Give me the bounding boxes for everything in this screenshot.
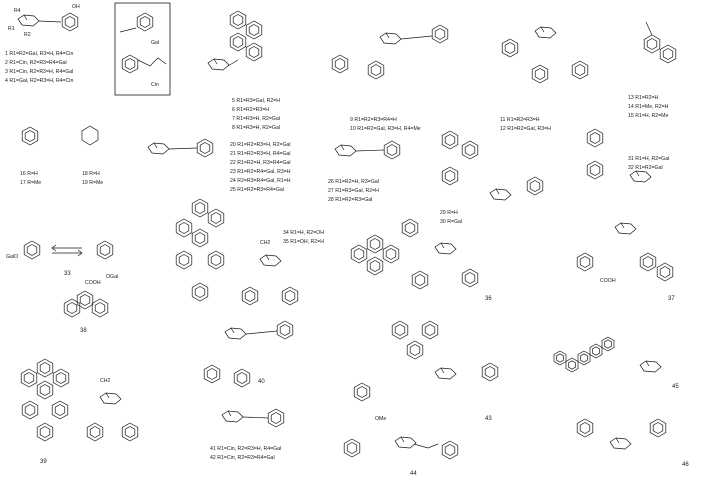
structure-16-17 xyxy=(21,126,39,146)
structure-41-42 xyxy=(221,408,285,428)
group-cooh-37: COOH xyxy=(600,278,616,284)
label-10: 10 R1=R2=Gal, R3=H, R4=Me xyxy=(350,126,421,132)
labels-11-12: 11 R1=R2=R3=H 12 R1=R2=Gal, R3=H xyxy=(500,117,551,132)
label-31: 31 R1=H, R2=Gal xyxy=(628,156,669,162)
label-29: 29 R=H xyxy=(440,210,458,216)
label-4: 4 R1=Gal, R2=R3=H, R4=Cin xyxy=(5,78,73,84)
label-42: 42 R1=Cin, R2=R3=R4=Gal xyxy=(210,455,275,461)
structure-45 xyxy=(553,336,662,373)
label-21: 21 R1=R2=R3=H, R4=Gal xyxy=(230,151,291,157)
labels-13-15: 13 R1=R2=H 14 R1=Me, R2=H 15 R1=H, R2=Me xyxy=(628,95,669,119)
label-36: 36 xyxy=(485,296,492,302)
labels-31-32: 31 R1=H, R2=Gal 32 R1=R2=Gal xyxy=(628,156,669,171)
labels-20-25: 20 R1=R2=R3=H, R2=Gal 21 R1=R2=R3=H, R4=… xyxy=(230,142,291,193)
group-oh: OH xyxy=(72,4,80,10)
substituent-legend-box: Gal Cin xyxy=(114,2,171,96)
label-13: 13 R1=R2=H xyxy=(628,95,659,101)
group-galo: GalO xyxy=(6,254,18,260)
structure-18-19 xyxy=(81,125,99,146)
label-14: 14 R1=Me, R2=H xyxy=(628,104,669,110)
label-28: 28 R1=R2=R3=Gal xyxy=(328,197,372,203)
label-33: 33 xyxy=(64,271,71,277)
structure-36 xyxy=(350,218,479,290)
group-ch2-34: CH2 xyxy=(260,240,270,246)
label-17: 17 R=Me xyxy=(20,180,41,186)
structure-9-10 xyxy=(331,24,449,80)
label-39: 39 xyxy=(40,459,47,465)
label-22: 22 R1=R2=H, R3=R4=Gal xyxy=(230,160,291,166)
label-15: 15 R1=H, R2=Me xyxy=(628,113,668,119)
label-2: 2 R1=Cin, R2=R3=R4=Gal xyxy=(5,60,67,66)
labels-41-42: 41 R1=Cin, R2=R3=H, R4=Gal 42 R1=Cin, R2… xyxy=(210,446,281,461)
label-12: 12 R1=R2=Gal, R3=H xyxy=(500,126,551,132)
structure-26-28 xyxy=(334,140,401,160)
labels-5-8: 5 R1=R3=Gal, R2=H 6 R1=R2=R3=H 7 R1=R3=H… xyxy=(232,98,280,131)
structure-29-30 xyxy=(441,130,544,201)
label-41: 41 R1=Cin, R2=R3=H, R4=Gal xyxy=(210,446,281,452)
label-43: 43 xyxy=(485,416,492,422)
label-34: 34 R1=H, R2=OH xyxy=(283,230,324,236)
structure-13-15 xyxy=(643,21,677,64)
label-7: 7 R1=R3=H, R2=Gal xyxy=(232,116,280,122)
label-3: 3 R1=Cin, R2=R3=H, R4=Gal xyxy=(5,69,73,75)
label-32: 32 R1=R2=Gal xyxy=(628,165,663,171)
structure-40 xyxy=(203,320,294,388)
label-40: 40 xyxy=(258,379,265,385)
structure-37: COOH xyxy=(576,222,674,284)
labels-9-10: 9 R1=R2=R3=R4=H 10 R1=R2=Gal, R3=H, R4=M… xyxy=(350,117,421,132)
label-38: 38 xyxy=(80,328,87,334)
structure-11-12 xyxy=(501,26,589,84)
label-27: 27 R1=R3=Gal, R2=H xyxy=(328,188,379,194)
group-ome-43: OMe xyxy=(375,416,386,422)
structure-39: CH2 xyxy=(20,358,139,442)
labels-29-30: 29 R=H 30 R=Gal xyxy=(440,210,462,225)
label-45: 45 xyxy=(672,384,679,390)
group-or4: R4 xyxy=(14,8,21,14)
group-ogal: OGal xyxy=(106,274,118,280)
structure-44 xyxy=(343,436,459,460)
structure-5-8 xyxy=(207,10,263,71)
group-r1o: R1 xyxy=(8,26,15,32)
label-19: 19 R=Me xyxy=(82,180,103,186)
group-ch2-39: CH2 xyxy=(100,378,110,384)
structure-43: OMe xyxy=(353,320,499,422)
structure-33: GalO OGal xyxy=(6,240,118,280)
legend-cin: Cin xyxy=(151,82,159,88)
structure-1-4: R4 R1 R2 OH xyxy=(8,4,80,38)
label-8: 8 R1=R3=H, R2=Gal xyxy=(232,125,280,131)
label-35: 35 R1=OH, R2=H xyxy=(283,239,324,245)
label-5: 5 R1=R3=Gal, R2=H xyxy=(232,98,280,104)
label-44: 44 xyxy=(410,471,417,477)
labels-16-17: 16 R=H 17 R=Me xyxy=(20,171,41,186)
label-18: 18 R=H xyxy=(82,171,100,177)
labels-1-4: 1 R1=R2=Gal, R3=H, R4=Cin 2 R1=Cin, R2=R… xyxy=(5,51,73,84)
structure-46 xyxy=(576,418,667,450)
label-16: 16 R=H xyxy=(20,171,38,177)
labels-26-28: 26 R1=R2=H, R3=Gal 27 R1=R3=Gal, R2=H 28… xyxy=(328,179,379,203)
structure-38: COOH xyxy=(63,280,109,318)
label-24: 24 R2=R3=R4=Gal, R1=H xyxy=(230,178,291,184)
label-30: 30 R=Gal xyxy=(440,219,462,225)
group-or2: R2 xyxy=(24,32,31,38)
label-20: 20 R1=R2=R3=H, R2=Gal xyxy=(230,142,291,148)
labels-34-35: 34 R1=H, R2=OH 35 R1=OH, R2=H xyxy=(283,230,324,245)
group-cooh: COOH xyxy=(85,280,101,286)
structure-20-25 xyxy=(147,138,214,158)
label-9: 9 R1=R2=R3=R4=H xyxy=(350,117,397,123)
label-11: 11 R1=R2=R3=H xyxy=(500,117,540,123)
label-25: 25 R1=R2=R3=R4=Gal xyxy=(230,187,284,193)
label-46: 46 xyxy=(682,462,689,468)
label-23: 23 R1=R2=R4=Gal, R3=H xyxy=(230,169,291,175)
structure-34-35: CH2 xyxy=(175,198,299,306)
label-26: 26 R1=R2=H, R3=Gal xyxy=(328,179,379,185)
labels-18-19: 18 R=H 19 R=Me xyxy=(82,171,103,186)
label-6: 6 R1=R2=R3=H xyxy=(232,107,269,113)
label-37: 37 xyxy=(668,296,675,302)
legend-gal: Gal xyxy=(151,40,159,46)
label-1: 1 R1=R2=Gal, R3=H, R4=Cin xyxy=(5,51,73,57)
